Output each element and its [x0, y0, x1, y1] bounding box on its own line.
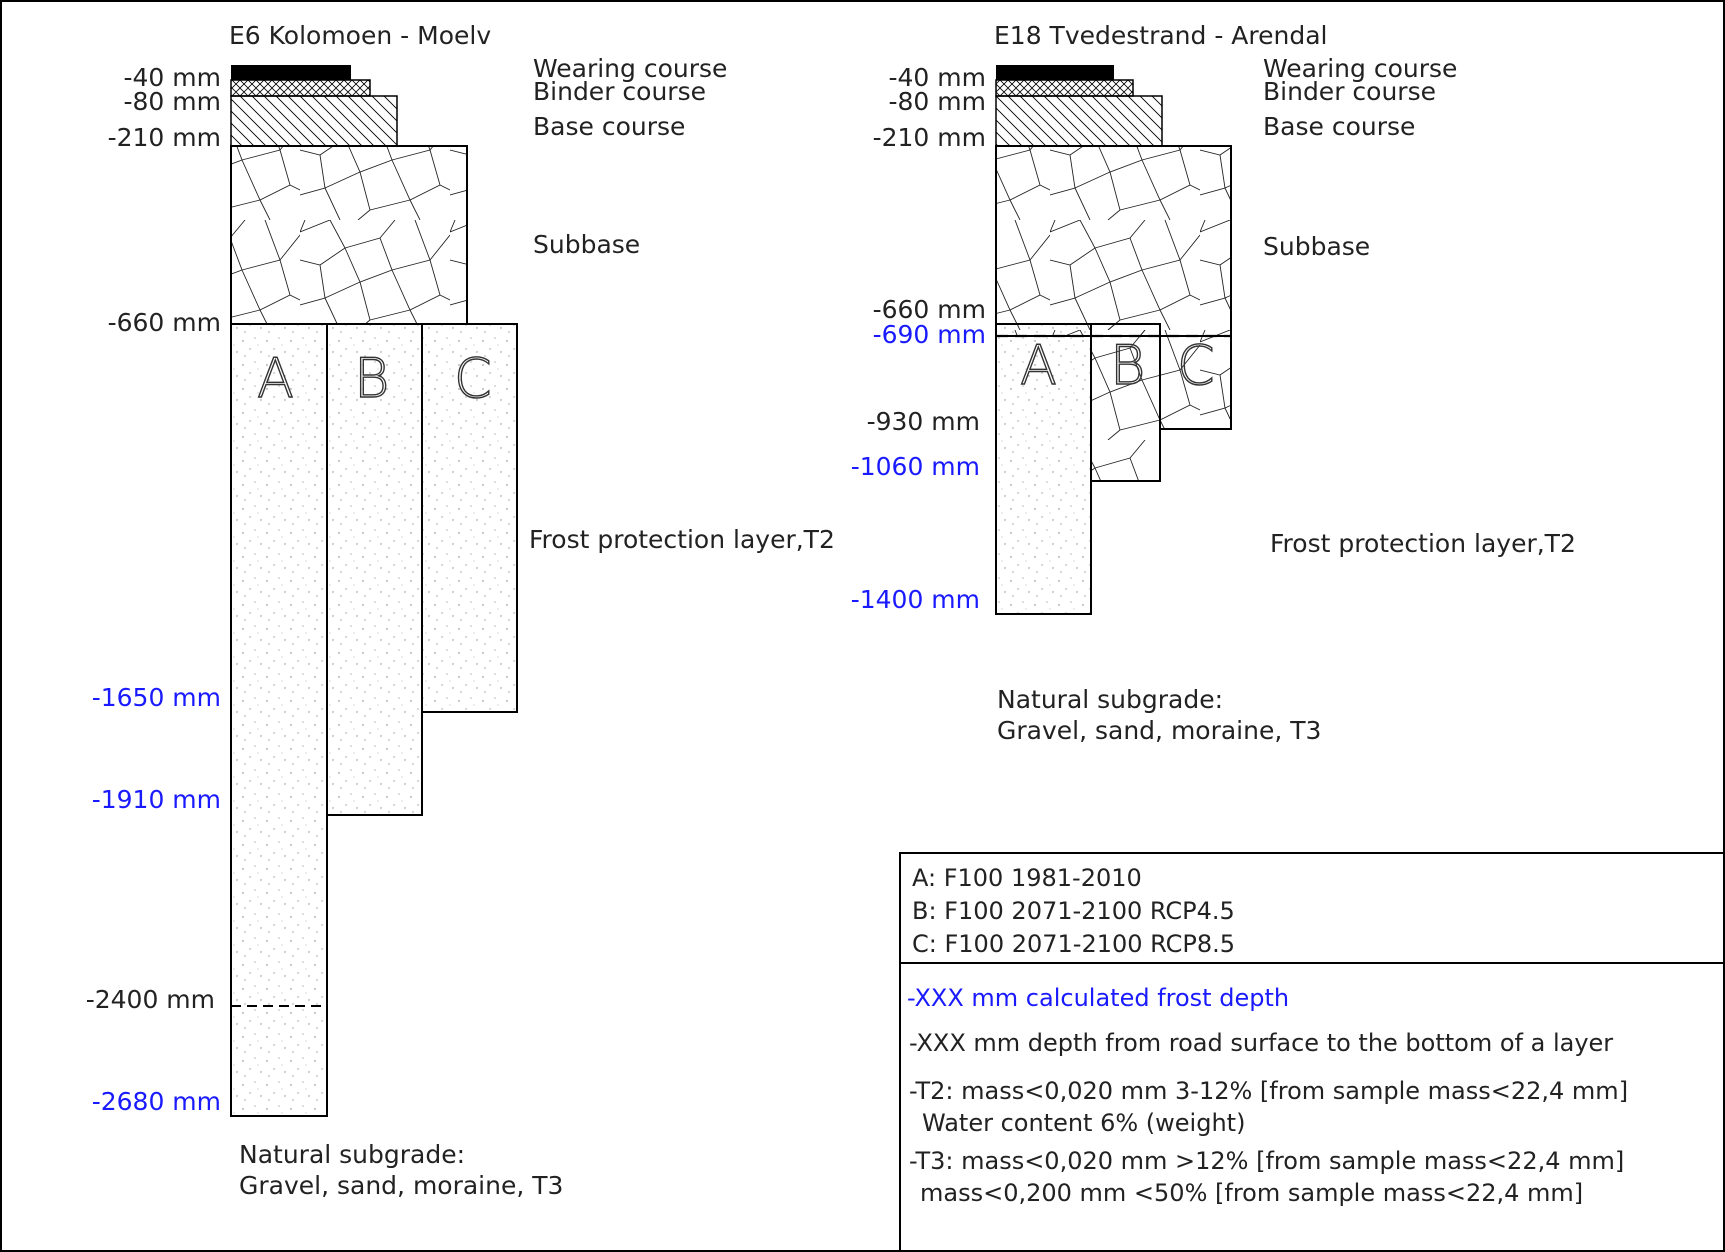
right-column-c — [1159, 335, 1232, 430]
right-depth-210: -210 mm — [873, 123, 986, 152]
legend-box: A: F100 1981-2010 B: F100 2071-2100 RCP4… — [899, 852, 1725, 1252]
legend-b: B: F100 2071-2100 RCP4.5 — [912, 897, 1235, 925]
left-frost-depth-1650: -1650 mm — [92, 683, 221, 712]
left-frost-label: Frost protection layer,T2 — [529, 525, 835, 554]
right-depth-660: -660 mm — [873, 295, 986, 324]
right-column-a — [995, 323, 1092, 615]
left-column-b-label: B — [354, 347, 389, 410]
right-column-a-label: A — [1020, 334, 1057, 397]
legend-c: C: F100 2071-2100 RCP8.5 — [912, 930, 1235, 958]
left-column-c — [421, 323, 518, 713]
legend-border — [899, 852, 1725, 1252]
left-column-c-label: C — [454, 347, 492, 410]
left-column-a-label: A — [257, 347, 294, 410]
right-frost-depth-1400: -1400 mm — [851, 585, 980, 614]
legend-t2-line1: -T2: mass<0,020 mm 3-12% [from sample ma… — [909, 1077, 1628, 1105]
left-depth-660: -660 mm — [108, 308, 221, 337]
left-frost-depth-1910: -1910 mm — [92, 785, 221, 814]
right-section: E18 Tvedestrand - Arendal A B C -40 mm -… — [851, 21, 1576, 745]
left-depth-80: -80 mm — [124, 87, 222, 116]
right-frost-depth-690: -690 mm — [873, 320, 986, 349]
legend-layer-depth: -XXX mm depth from road surface to the b… — [909, 1029, 1613, 1057]
right-depth-930: -930 mm — [867, 407, 980, 436]
legend-t3-line2: mass<0,200 mm <50% [from sample mass<22,… — [920, 1179, 1583, 1207]
right-column-b-label: B — [1110, 334, 1145, 397]
left-wearing-label: Wearing course — [533, 54, 727, 83]
left-subgrade-line2: Gravel, sand, moraine, T3 — [239, 1171, 563, 1200]
right-binder-label: Binder course — [1263, 77, 1436, 106]
right-subbase-layer — [995, 145, 1232, 337]
left-subbase-label: Subbase — [533, 230, 640, 259]
right-subgrade-line2: Gravel, sand, moraine, T3 — [997, 716, 1321, 745]
legend-t3-line1: -T3: mass<0,020 mm >12% [from sample mas… — [909, 1147, 1624, 1175]
left-binder-layer — [230, 79, 371, 97]
right-frost-label: Frost protection layer,T2 — [1270, 529, 1576, 558]
left-depth-210: -210 mm — [108, 123, 221, 152]
left-wearing-layer — [231, 65, 351, 80]
right-column-c-label: C — [1177, 334, 1215, 397]
left-title: E6 Kolomoen - Moelv — [229, 21, 491, 50]
left-subgrade-line1: Natural subgrade: — [239, 1140, 465, 1169]
right-base-label: Base course — [1263, 112, 1415, 141]
right-subgrade-line1: Natural subgrade: — [997, 685, 1223, 714]
right-wearing-label: Wearing course — [1263, 54, 1457, 83]
right-depth-80: -80 mm — [889, 87, 987, 116]
right-title: E18 Tvedestrand - Arendal — [994, 21, 1328, 50]
right-wearing-layer — [996, 65, 1114, 80]
right-base-layer — [995, 95, 1163, 147]
left-column-b — [326, 323, 423, 816]
left-depth-2400: -2400 mm — [86, 985, 215, 1014]
left-frost-depth-2680: -2680 mm — [92, 1087, 221, 1116]
right-depth-40: -40 mm — [889, 63, 987, 92]
legend-a: A: F100 1981-2010 — [912, 864, 1142, 892]
right-frost-depth-1060: -1060 mm — [851, 452, 980, 481]
left-section: E6 Kolomoen - Moelv A B C -40 mm -80 mm … — [86, 21, 835, 1200]
left-binder-label: Binder course — [533, 77, 706, 106]
left-column-a — [230, 323, 328, 1117]
right-subbase-label: Subbase — [1263, 232, 1370, 261]
left-base-label: Base course — [533, 112, 685, 141]
legend-calc-frost-depth: -XXX mm calculated frost depth — [907, 984, 1289, 1012]
left-subbase-layer — [230, 145, 468, 325]
right-binder-layer — [995, 79, 1134, 97]
left-depth-40: -40 mm — [124, 63, 222, 92]
legend-t2-line2: Water content 6% (weight) — [922, 1109, 1245, 1137]
left-base-layer — [230, 95, 398, 147]
